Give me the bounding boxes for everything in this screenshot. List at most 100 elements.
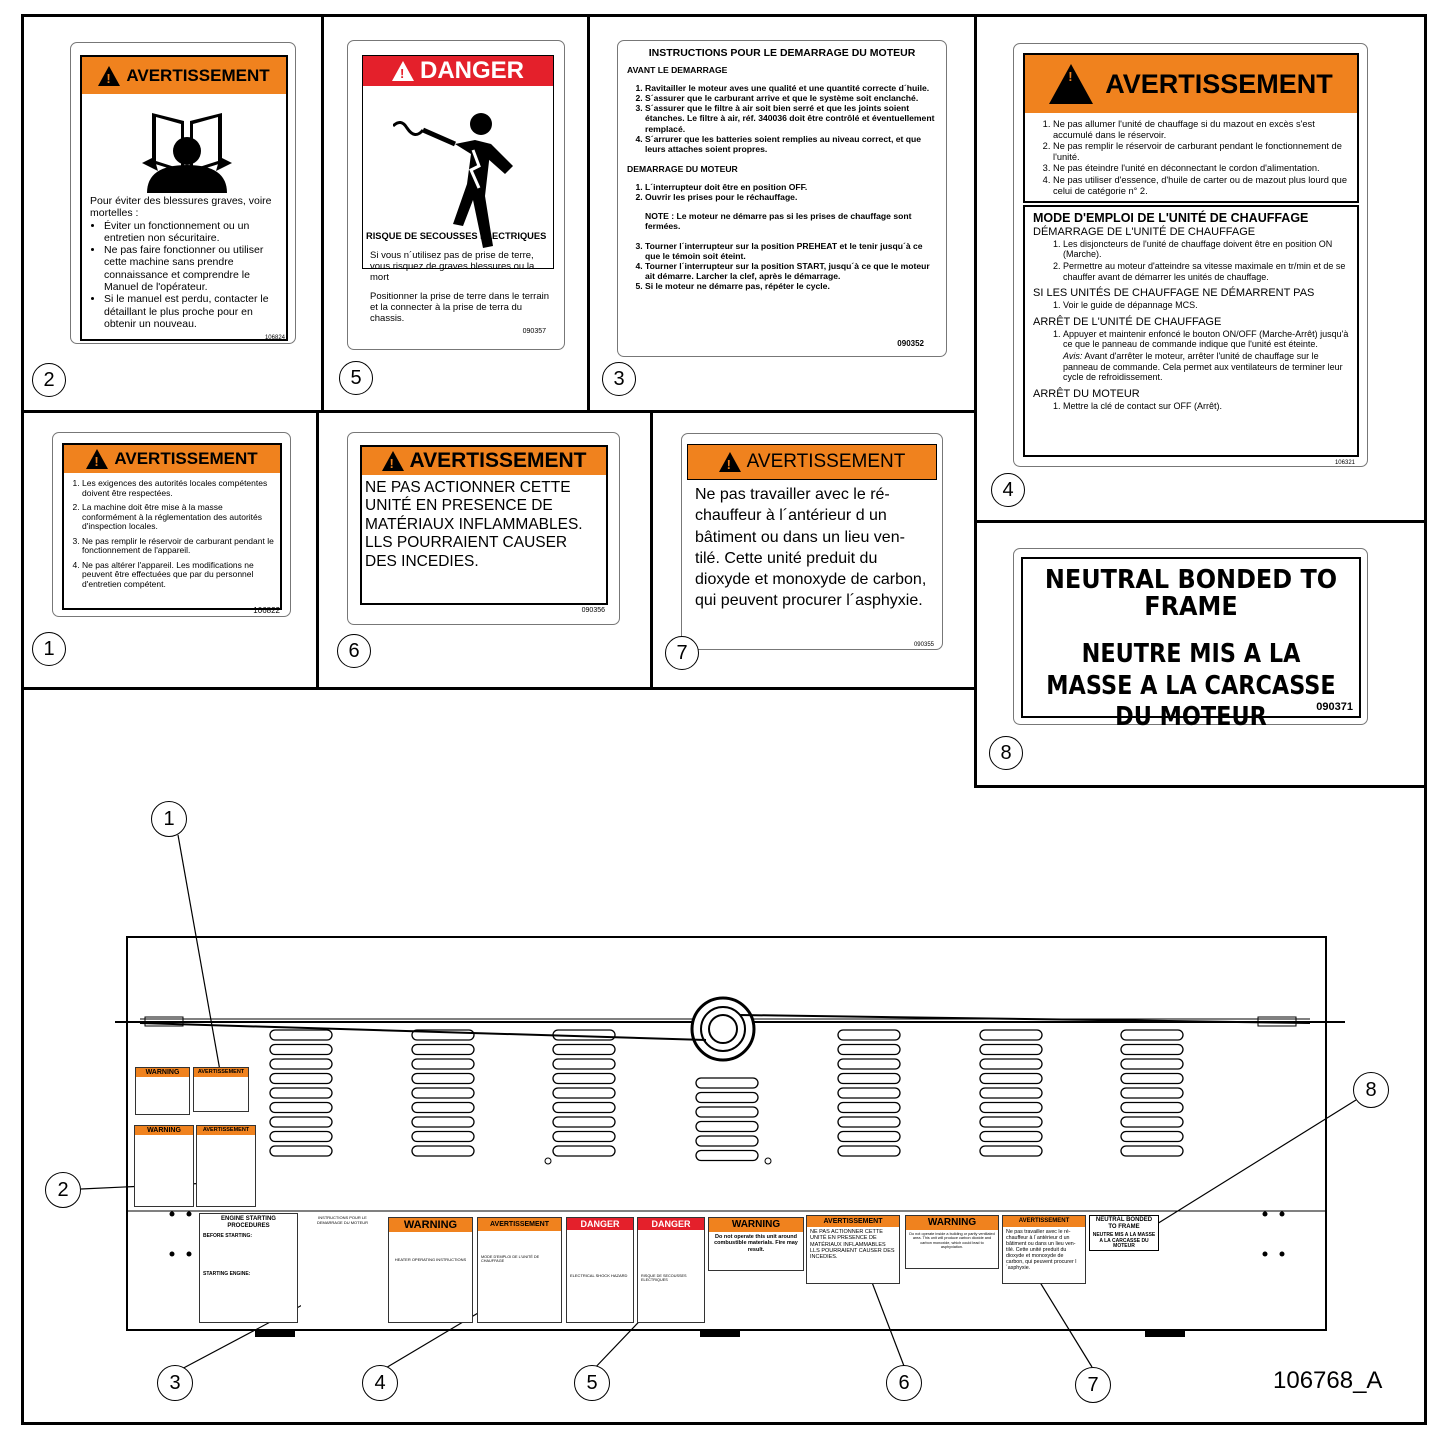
grid-line — [974, 520, 1427, 523]
list-item: S´assurer que le filtre à air soit bien … — [645, 103, 937, 133]
vent-slot — [269, 1043, 333, 1056]
vent-slot — [979, 1058, 1043, 1070]
decal-title: INSTRUCTIONS POUR LE DEMARRAGE DU MOTEUR — [316, 1215, 369, 1225]
vent-slot — [411, 1029, 475, 1041]
label-8-frame: NEUTRAL BONDED TO FRAME NEUTRE MIS A LA … — [1021, 557, 1361, 732]
label-1-header: AVERTISSEMENT — [64, 445, 280, 473]
label-4-frame-top: AVERTISSEMENT Ne pas allumer l'unité de … — [1023, 53, 1359, 203]
list-item: Les exigences des autorités locales comp… — [82, 478, 276, 498]
vent-slot — [979, 1072, 1043, 1085]
label-4-frame-bottom: MODE D'EMPLOI DE L'UNITÉ DE CHAUFFAGE DÉ… — [1023, 205, 1359, 457]
vent-slot — [552, 1072, 616, 1085]
grid-line — [321, 14, 324, 412]
grid-line — [21, 687, 976, 690]
label-8-code: 090371 — [1316, 701, 1353, 713]
label-3-list: Ravitailler le moteur aves une qualité e… — [627, 83, 937, 153]
callout-8: 8 — [1353, 1072, 1389, 1108]
machine-decal-inside-building: WARNING Do not operate inside a building… — [905, 1215, 999, 1269]
diagram-id: 106768_A — [1273, 1367, 1383, 1394]
label-3-list: Tourner l´interrupteur sur la position P… — [627, 241, 937, 291]
label-3-code: 090352 — [897, 339, 924, 348]
avis-label: Avis: — [1063, 350, 1083, 361]
label-number-4: 4 — [991, 473, 1025, 507]
list-item: Ravitailler le moteur aves une qualité e… — [645, 83, 937, 93]
label-4-list: Les disjoncteurs de l'unité de chauffage… — [1033, 239, 1351, 282]
vent-slot — [695, 1149, 759, 1162]
label-7-decal: AVERTISSEMENT Ne pas travailler avec le … — [681, 433, 943, 650]
vent-slot — [1120, 1145, 1184, 1157]
list-item: Tourner l´interrupteur sur la position S… — [645, 261, 937, 281]
warning-triangle-icon — [381, 451, 404, 471]
vent-slot — [411, 1058, 475, 1070]
decal-header: AVERTISSEMENT — [807, 1216, 899, 1227]
decal-title: ELECTRICAL SHOCK HAZARD — [570, 1273, 628, 1278]
decal-header: WARNING — [136, 1068, 189, 1077]
list-item: Les disjoncteurs de l'unité de chauffage… — [1063, 239, 1351, 260]
decal-title: HEATER OPERATING INSTRUCTIONS — [394, 1257, 467, 1262]
vent-slot — [695, 1135, 759, 1147]
decal-header: DANGER — [638, 1218, 704, 1230]
vent-slot — [411, 1101, 475, 1114]
vent-slot — [837, 1101, 901, 1114]
vent-slot — [695, 1120, 759, 1133]
list-item: Permettre au moteur d'atteindre sa vites… — [1063, 261, 1351, 282]
decal-header: WARNING — [135, 1126, 193, 1135]
vent-slot — [269, 1145, 333, 1157]
list-item: Ne pas remplir le réservoir de carburant… — [82, 536, 276, 556]
vent-slot — [411, 1130, 475, 1143]
decal-text: NE PAS ACTIONNER CETTE UNITÉ EN PRESENCE… — [810, 1229, 895, 1261]
label-number-8: 8 — [989, 736, 1023, 770]
vent-slot — [837, 1116, 901, 1128]
label-2-bullets: Éviter un fonctionnement ou un entretien… — [90, 220, 280, 331]
warning-triangle-icon — [1049, 64, 1094, 104]
vent-slot — [269, 1130, 333, 1143]
vent-slot — [837, 1130, 901, 1143]
label-3-list: L´interrupteur doit être en position OFF… — [627, 182, 937, 202]
label-2-decal: AVERTISSEMENT Pour éviter des blessures … — [70, 42, 296, 344]
label-4-section: ARRÊT DU MOTEUR — [1033, 387, 1140, 400]
label-2-intro: Pour éviter des blessures graves, voire … — [90, 195, 272, 220]
decal-header: AVERTISSEMENT — [478, 1218, 561, 1231]
vent-slot — [552, 1058, 616, 1070]
decal-text: NEUTRAL BONDED TO FRAME — [1095, 1217, 1153, 1230]
label-8-english: NEUTRAL BONDED TO FRAME — [1044, 565, 1338, 623]
decal-header: AVERTISSEMENT — [194, 1068, 248, 1077]
label-4-section: ARRÊT DE L'UNITÉ DE CHAUFFAGE — [1033, 315, 1222, 328]
label-4-list: Voir le guide de dépannage MCS. — [1033, 300, 1351, 311]
vent-slot — [1120, 1130, 1184, 1143]
machine-decal-avertissement: AVERTISSEMENT — [193, 1067, 249, 1112]
vent-slot — [979, 1087, 1043, 1099]
label-2-code: 106824 — [264, 335, 285, 341]
label-6-code: 090356 — [581, 607, 605, 614]
label-5-paragraph: Si vous n´utilisez pas de prise de terre… — [370, 249, 535, 284]
grid-line — [650, 410, 653, 690]
label-4-list: Ne pas allumer l'unité de chauffage si d… — [1029, 119, 1353, 197]
vent-slot — [1120, 1087, 1184, 1099]
label-1-decal: AVERTISSEMENT Les exigences des autorité… — [52, 432, 291, 617]
label-number-1: 1 — [32, 632, 66, 666]
list-item: Si le moteur ne démarre pas, répéter le … — [645, 281, 937, 291]
label-2-body: Pour éviter des blessures graves, voire … — [90, 195, 280, 330]
list-item: Ne pas faire fonctionner ou utiliser cet… — [104, 244, 280, 293]
label-4-header: AVERTISSEMENT — [1025, 55, 1357, 113]
grid-line — [974, 14, 977, 788]
grid-line — [974, 785, 1427, 788]
decal-header: DANGER — [567, 1218, 633, 1230]
warning-triangle-icon — [391, 61, 414, 81]
vent-slot — [552, 1130, 616, 1143]
vent-slot — [411, 1087, 475, 1099]
label-5-code: 090357 — [522, 328, 546, 335]
callout-5: 5 — [574, 1365, 610, 1401]
vent-slot — [1120, 1101, 1184, 1114]
avis-text: Avant d'arrêter le moteur, arrêter l'uni… — [1063, 350, 1343, 383]
vent-slot — [1120, 1029, 1184, 1041]
list-item: La machine doit être mise à la masse con… — [82, 502, 276, 532]
vent-slot — [837, 1072, 901, 1085]
list-item: Mettre la clé de contact sur OFF (Arrêt)… — [1063, 401, 1351, 412]
list-item: Voir le guide de dépannage MCS. — [1063, 300, 1351, 311]
label-4-avis: Avis: Avant d'arrêter le moteur, arrêter… — [1063, 351, 1351, 383]
label-4-list: Appuyer et maintenir enfoncé le bouton O… — [1033, 329, 1351, 350]
warning-triangle-icon — [86, 449, 109, 469]
vent-slot — [837, 1145, 901, 1157]
label-5-title: RISQUE DE SECOUSSES ELECTRIQUES — [366, 231, 547, 241]
